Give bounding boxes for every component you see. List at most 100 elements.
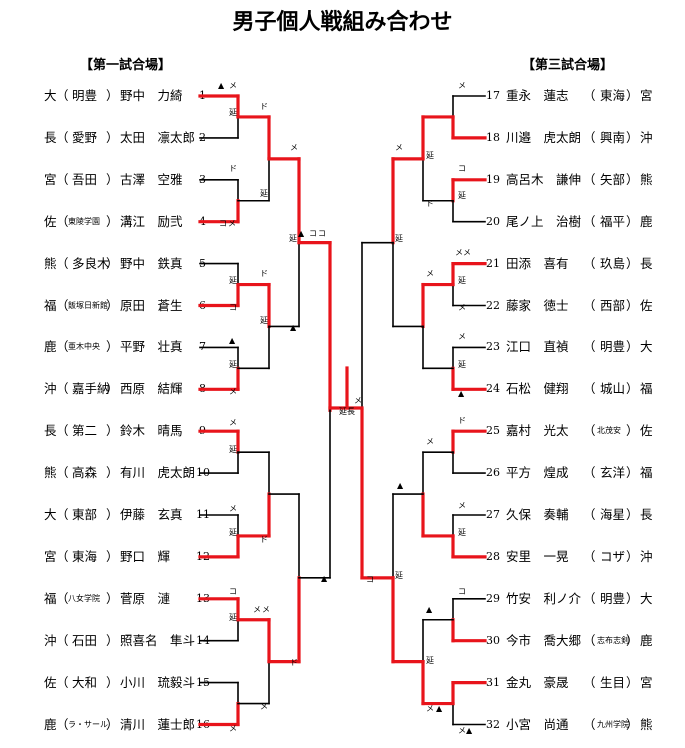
bracket-open: （ bbox=[583, 297, 596, 313]
player-name: 金丸 豪晟 bbox=[506, 674, 569, 690]
score-mark: 延 bbox=[229, 527, 237, 537]
player-row: 熊（多良木）野中 鉄真5 bbox=[0, 255, 215, 273]
score-mark: メ bbox=[458, 501, 466, 510]
score-mark: コ bbox=[458, 587, 466, 596]
penalty-mark: ▲ bbox=[321, 574, 328, 583]
penalty-mark: ▲ bbox=[436, 704, 443, 713]
player-name: 尾ノ上 治樹 bbox=[506, 213, 582, 229]
player-name: 照喜名 隼斗 bbox=[120, 632, 196, 648]
bracket-close: ） bbox=[106, 465, 119, 481]
player-school: 玖島 bbox=[600, 255, 626, 271]
bracket-open: （ bbox=[583, 465, 596, 481]
player-row: 鹿（亜木中央）平野 壮真7 bbox=[0, 338, 215, 356]
score-mark: ド bbox=[260, 535, 268, 544]
bracket-close: ） bbox=[626, 297, 639, 313]
bracket-close: ） bbox=[626, 339, 639, 355]
penalty-mark: ▲ bbox=[218, 81, 225, 90]
score-mark: メ bbox=[229, 504, 237, 513]
player-school: ラ・サール bbox=[68, 719, 108, 729]
score-mark: 延 bbox=[260, 188, 268, 198]
bracket-close: ） bbox=[106, 381, 119, 397]
score-mark: ド bbox=[260, 269, 268, 278]
bracket-close: ） bbox=[106, 213, 119, 229]
player-prefecture: 佐 bbox=[44, 674, 57, 690]
player-prefecture: 鹿 bbox=[640, 213, 653, 229]
penalty-mark: ▲ bbox=[298, 229, 305, 238]
player-prefecture: 熊 bbox=[640, 716, 653, 732]
bracket-open: （ bbox=[583, 423, 596, 439]
bracket-open: （ bbox=[56, 674, 69, 690]
score-mark: 延 bbox=[229, 275, 237, 285]
score-mark: コ bbox=[229, 587, 237, 596]
score-mark: メ bbox=[354, 396, 362, 405]
bracket-open: （ bbox=[583, 674, 596, 690]
player-prefecture: 鹿 bbox=[640, 632, 653, 648]
bracket-open: （ bbox=[56, 590, 69, 606]
player-prefecture: 福 bbox=[640, 381, 653, 397]
bracket-close: ） bbox=[626, 129, 639, 145]
player-prefecture: 鹿 bbox=[44, 339, 57, 355]
player-school: 九州学院 bbox=[597, 719, 629, 729]
bracket-close: ） bbox=[106, 297, 119, 313]
bracket-close: ） bbox=[106, 590, 119, 606]
player-prefecture: 沖 bbox=[44, 381, 57, 397]
score-mark: メ bbox=[260, 702, 268, 711]
score-mark: メ bbox=[455, 248, 463, 257]
player-school: 明豊 bbox=[600, 339, 626, 355]
player-name: 藤家 徳士 bbox=[506, 297, 569, 313]
penalty-mark: ▲ bbox=[458, 389, 465, 398]
player-school: 石田 bbox=[72, 632, 98, 648]
player-name: 伊藤 玄真 bbox=[120, 507, 183, 522]
score-mark: 延 bbox=[229, 444, 237, 454]
player-school: 大和 bbox=[72, 674, 98, 690]
penalty-mark: ▲ bbox=[426, 605, 433, 614]
score-mark: コ bbox=[318, 229, 326, 238]
player-name: 嘉村 光太 bbox=[506, 423, 569, 439]
player-number: 30 bbox=[486, 633, 500, 647]
venue-label-third: 【第三試合場】 bbox=[522, 58, 614, 73]
bracket-open: （ bbox=[56, 88, 69, 103]
player-name: 溝江 励弐 bbox=[120, 213, 183, 229]
score-mark: メ bbox=[229, 81, 237, 90]
penalty-mark: ▲ bbox=[397, 481, 404, 490]
player-school: 興南 bbox=[600, 129, 626, 145]
player-number: 18 bbox=[486, 130, 500, 144]
score-mark: 延 bbox=[395, 233, 403, 243]
score-mark: 延 bbox=[229, 107, 237, 117]
player-school: 矢部 bbox=[600, 171, 626, 187]
player-number: 20 bbox=[486, 214, 500, 228]
player-name: 江口 直禎 bbox=[506, 339, 569, 355]
page-title: 男子個人戦組み合わせ bbox=[232, 10, 453, 35]
player-name: 高呂木 謙伸 bbox=[506, 171, 582, 187]
player-prefecture: 沖 bbox=[640, 548, 653, 564]
player-prefecture: 熊 bbox=[640, 171, 653, 187]
score-mark: 延 bbox=[458, 527, 466, 537]
player-name: 鈴木 晴馬 bbox=[120, 423, 183, 439]
bracket-close: ） bbox=[626, 674, 639, 690]
bracket-open: （ bbox=[583, 339, 596, 355]
player-prefecture: 熊 bbox=[44, 465, 57, 481]
player-name: 野中 鉄真 bbox=[120, 255, 183, 271]
score-mark: コ bbox=[219, 219, 227, 228]
score-mark: メ bbox=[229, 387, 237, 396]
player-school: 高森 bbox=[72, 465, 98, 481]
player-school: 玄洋 bbox=[600, 465, 626, 481]
player-school: 飯塚日新館 bbox=[68, 300, 108, 310]
bracket-open: （ bbox=[56, 507, 69, 522]
bracket-open: （ bbox=[583, 632, 596, 648]
score-mark: メ bbox=[458, 726, 466, 735]
player-prefecture: 長 bbox=[44, 129, 57, 145]
player-school: 北茂安 bbox=[597, 426, 621, 436]
bracket-open: （ bbox=[583, 88, 596, 103]
player-name: 小宮 尚通 bbox=[506, 716, 569, 732]
player-name: 竹安 利ノ介 bbox=[506, 590, 582, 606]
player-number: 17 bbox=[486, 89, 500, 102]
